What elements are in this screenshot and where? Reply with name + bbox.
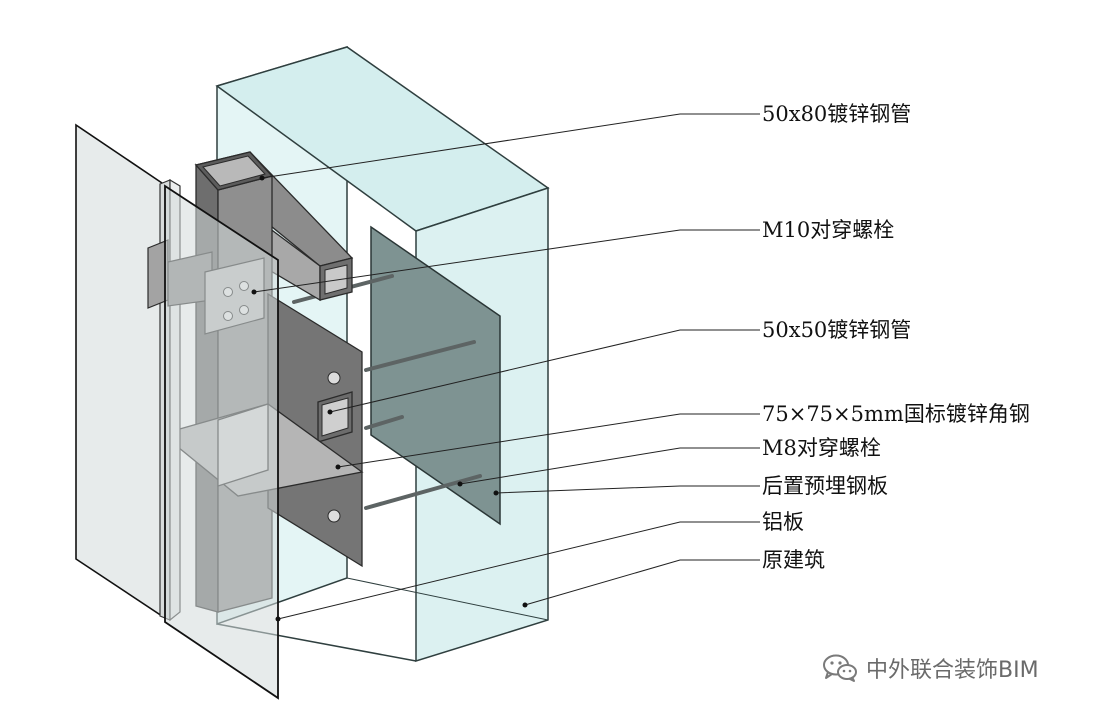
anchor-tube-50x80 [259,175,265,181]
embedded-steel-plate [370,225,501,526]
tube-arm-end-hole [324,264,348,295]
label-embedded-plate: 后置预埋钢板 [762,474,888,498]
anchor-embedded-plate [493,490,499,496]
anchor-tube-50x50 [327,409,333,415]
leader-tube-50x80 [261,113,760,179]
tube-50x50-opening [321,397,349,437]
leader-bolt-m10 [253,229,760,293]
label-original-building: 原建筑 [762,548,825,572]
bolt-head-upper [327,371,341,385]
label-tube-50x80: 50x80镀锌钢管 [762,102,911,126]
anchor-bolt-m8 [457,481,463,487]
connection-plate-assembly [267,292,363,568]
m8-bolt-lower [364,474,482,510]
leader-aluminum-panel [277,521,760,620]
plate-bolt-heads [327,371,341,523]
aluminum-panel-front [164,184,279,700]
bolt-head-lower [327,509,341,523]
leader-bolt-m8 [459,447,760,485]
back-panel [75,123,163,618]
m10-bolt-lower [364,340,476,372]
leader-embedded-plate [495,485,760,494]
leader-lines [251,113,760,622]
label-angle-steel: 75×75×5mm国标镀锌角钢 [762,402,1030,426]
watermark-text: 中外联合装饰BIM [866,658,1039,683]
label-bolt-m10: M10对穿螺栓 [762,218,894,242]
label-bolt-m8: M8对穿螺栓 [762,436,881,460]
leader-original-building [524,559,760,606]
label-aluminum-panel: 铝板 [762,510,804,534]
leader-tube-50x50 [329,329,760,413]
watermark: 中外联合装饰BIM [822,648,1039,688]
main-tube-opening [202,155,266,187]
anchor-aluminum-panel [275,616,281,622]
anchor-angle-steel [335,464,341,470]
callout-labels: 50x80镀锌钢管 M10对穿螺栓 50x50镀锌钢管 75×75×5mm国标镀… [762,102,1030,572]
m8-bolt-upper [364,415,404,430]
wechat-icon [823,654,857,682]
building-hidden-edge [346,577,549,621]
anchor-original-building [522,602,528,608]
leader-angle-steel [337,413,760,468]
label-tube-50x50: 50x50镀锌钢管 [762,318,911,342]
anchor-bolt-m10 [251,289,257,295]
